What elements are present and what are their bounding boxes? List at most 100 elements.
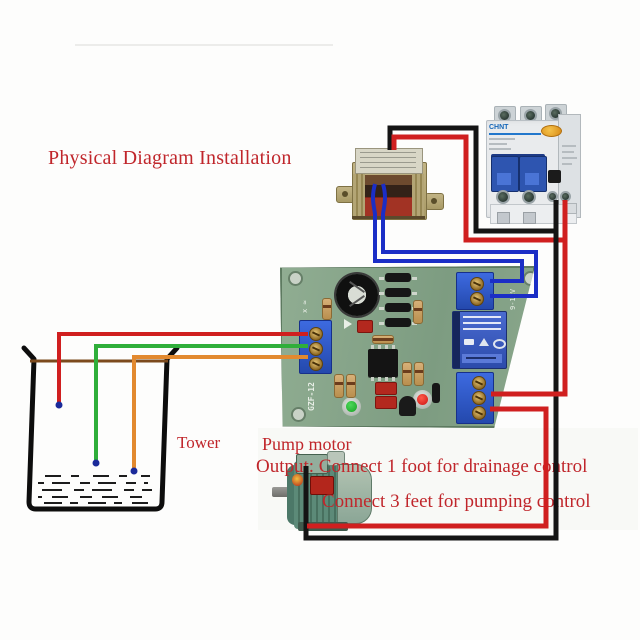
pcb-mount-hole [288,271,303,286]
resistor [402,362,412,386]
coil-red-tape [365,197,412,217]
power-terminal-block [456,272,494,310]
motor-emblem [292,474,303,486]
relay-cert-mark [479,338,489,346]
terminal-screw [309,357,323,371]
terminal-slot [523,212,536,224]
toggle-window [497,173,511,185]
silkscreen-triangle [344,319,352,329]
diode [432,383,440,403]
probe-wire-red [57,332,308,402]
breaker-bottom-screw [496,190,510,204]
secondary-wire-blue-inner [370,183,524,283]
probe-wire-orange [132,355,308,468]
probe-tip [55,401,63,409]
transformer-label [355,148,423,174]
mount-hole [342,191,348,197]
relay-side [453,312,460,368]
terminal-slot [497,212,510,224]
probe-tip [130,467,138,475]
film-capacitor [357,320,373,333]
pcb-mount-hole [291,407,306,422]
green-led [342,397,361,416]
background-artifact-line [75,44,333,46]
coil-copper [365,175,412,185]
output-note-line1: Output: Connect 1 foot for drainage cont… [256,456,588,477]
electrolytic-capacitor [336,274,378,316]
spec-marking [489,143,507,145]
resistor [413,300,423,324]
ic-dip8 [368,345,398,381]
terminal-screw [472,406,486,420]
spec-marking [489,138,515,140]
probe-wire-green [94,344,308,460]
output-note-line2: Connect 3 feet for pumping control [322,491,591,512]
motor-shaft [272,487,294,497]
probe-terminal-block [299,320,332,374]
ic-pins [371,377,395,381]
pump-motor-label: Pump motor [262,434,352,454]
relay-cert-mark [493,339,506,349]
relay-label-text [463,316,501,334]
resistor [334,374,344,398]
resistor [346,374,356,398]
ic-pins [371,345,395,349]
red-led-lens [417,394,428,405]
water-tank-outline [21,345,180,512]
diagram-title: Physical Diagram Installation [48,147,292,169]
terminal-screw [470,292,484,306]
primary-wire-red [391,134,566,243]
primary-wire-black [387,125,557,234]
terminal-screw [472,391,486,405]
film-capacitor [375,382,397,395]
label-fine-print [360,152,416,170]
relay-bottom-strip [462,354,502,363]
terminal-screw [309,327,323,341]
brand-underline [489,133,541,135]
mount-hole [431,198,437,204]
breaker-bottom-screw [547,191,558,202]
diode [379,273,417,282]
breaker-bottom-screw [522,190,536,204]
transistor [399,396,416,416]
resistor [414,362,424,386]
motor-nameplate [310,476,334,495]
mains-wire-red-to-relay [491,200,568,397]
test-button [548,170,561,183]
transformer [334,122,444,222]
spec-marking [562,157,577,159]
frame-bottom-edge [352,216,425,219]
spec-marking [562,151,574,153]
resistor [322,298,332,320]
relay [452,311,507,369]
water-surface [38,475,152,504]
tank-label: Tower [177,433,221,452]
lamination-right [412,174,424,216]
relay-part-number [466,357,496,359]
motor-cap [327,451,345,466]
toggle-window [525,173,539,185]
output-terminal-block [456,372,494,424]
spec-marking [562,145,576,147]
breaker-brand: CHNT [489,124,509,131]
pump-motor [270,450,375,535]
toggle-switch-left [491,156,519,192]
probe-tip [92,459,100,467]
film-capacitor [375,396,397,409]
lamination-left [353,174,365,216]
rating-oval-badge [541,125,562,137]
red-led [413,390,432,409]
circuit-breaker: CHNT [484,104,581,224]
spec-marking [562,163,572,165]
controller-pcb: x ≈ 9-12V [280,266,535,428]
secondary-wire-blue-outer [381,183,538,298]
diode [379,288,417,297]
green-led-lens [346,401,357,412]
relay-output-wire-red-to-motor [307,406,549,529]
spec-marking [489,148,511,150]
terminal-screw [309,342,323,356]
relay-cert-mark [464,339,474,345]
mains-wire-black-to-motor [303,200,559,541]
